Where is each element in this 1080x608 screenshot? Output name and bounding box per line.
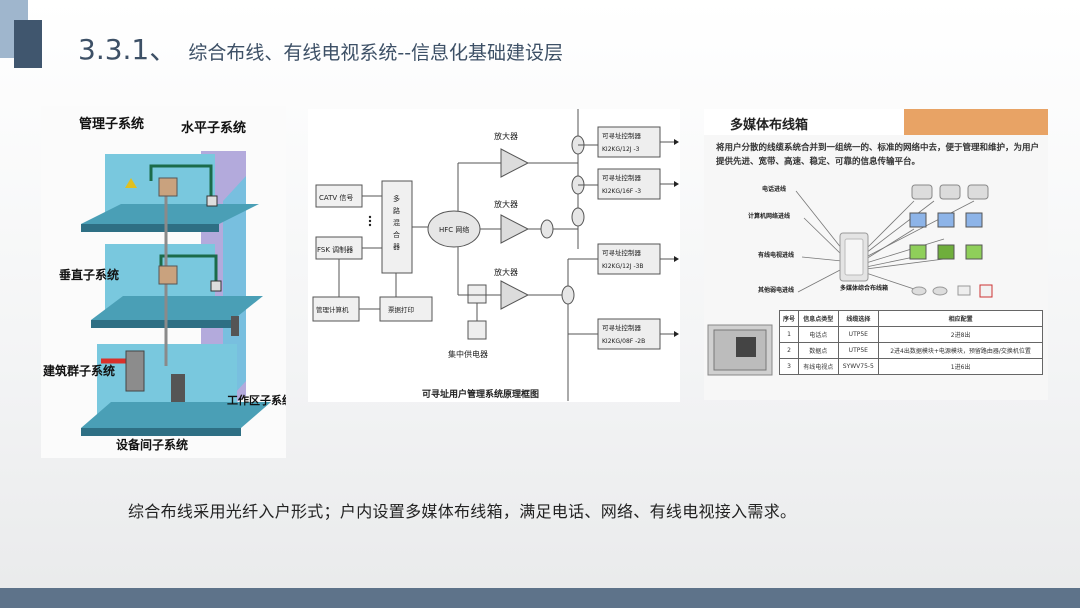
section-title: 综合布线、有线电视系统--信息化基础建设层: [188, 42, 564, 64]
catv-signal-label: CATV 信号: [319, 193, 353, 202]
ticket-printer-label: 票据打印: [388, 305, 414, 314]
controller-3-model: KI2KG/12J -3B: [602, 263, 644, 270]
multimedia-box-figure: 多媒体布线箱 将用户分散的线缆系统合并到一组统一的、标准的网络中去，便于管理和维…: [704, 109, 1048, 400]
slide-title: 3.3.1、 综合布线、有线电视系统--信息化基础建设层: [78, 28, 563, 68]
label-workarea-subsystem: 工作区子系统: [227, 393, 286, 407]
mixer-label: 多路混合器: [393, 194, 400, 251]
table-cell: 1: [778, 326, 800, 343]
table-cell: 数据点: [798, 342, 839, 359]
table-cell: SYWV75-5: [837, 358, 880, 375]
network-line-label: 计算机网络进线: [748, 212, 790, 220]
slide-body-text: 综合布线采用光纤入户形式；户内设置多媒体布线箱，满足电话、网络、有线电视接入需求…: [128, 502, 797, 521]
table-header: 线缆选择: [837, 310, 880, 327]
diagram-caption: 可寻址用户管理系统原理框图: [422, 388, 539, 400]
phone-line-label: 电话进线: [762, 185, 786, 193]
table-header: 相应配置: [878, 310, 1043, 327]
fsk-modulator-label: FSK 调制器: [317, 245, 353, 254]
controller-2-name: 可寻址控制器: [602, 173, 642, 182]
table-header: 序号: [778, 310, 800, 327]
addressable-system-diagram: CATV 信号 FSK 调制器 多路混合器 HFC 网络 放大器 放大器 放大器…: [308, 109, 680, 402]
label-campus-subsystem: 建筑群子系统: [42, 363, 115, 378]
figure3-header-tab: [704, 109, 904, 135]
table-cell: 2进8出: [878, 326, 1043, 343]
controller-1-model: KI2KG/12J -3: [602, 146, 640, 153]
controller-4-model: KI2KG/08F -2B: [602, 338, 645, 345]
table-row: 2 数据点 UTP5E 2进4出数据模块+电源模块，预留路由器/交换机位置: [778, 342, 1043, 359]
table-row: 3 有线电视点 SYWV75-5 1进6出: [778, 358, 1043, 375]
table-cell: UTP5E: [837, 326, 880, 343]
amplifier-3-label: 放大器: [494, 267, 518, 277]
label-admin-subsystem: 管理子系统: [79, 116, 144, 132]
label-equipment-subsystem: 设备间子系统: [116, 437, 188, 452]
controller-1-name: 可寻址控制器: [602, 131, 642, 140]
table-cell: 2进4出数据模块+电源模块，预留路由器/交换机位置: [878, 342, 1043, 359]
table-cell: 1进6出: [878, 358, 1043, 375]
box-label: 多媒体综合布线箱: [840, 284, 888, 292]
title-accent-dark: [14, 20, 42, 68]
management-computer-label: 管理计算机: [316, 305, 349, 314]
table-cell: 2: [778, 342, 800, 359]
table-header: 信息点类型: [798, 310, 839, 327]
section-number: 3.3.1、: [78, 33, 178, 66]
table-header-row: 序号 信息点类型 线缆选择 相应配置: [778, 310, 1043, 327]
table-cell: UTP5E: [837, 342, 880, 359]
other-line-label: 其他弱电进线: [758, 286, 794, 294]
building-cabling-figure: 管理子系统 水平子系统 垂直子系统 建筑群子系统 工作区子系统 设备间子系统: [41, 106, 286, 458]
figure3-title: 多媒体布线箱: [730, 118, 809, 133]
label-vertical-subsystem: 垂直子系统: [59, 267, 119, 282]
controller-2-model: KI2KG/16F -3: [602, 188, 641, 195]
controller-4-name: 可寻址控制器: [602, 323, 642, 332]
table-cell: 电话点: [798, 326, 839, 343]
hfc-network-label: HFC 网络: [439, 225, 469, 234]
table-cell: 3: [778, 358, 800, 375]
tv-line-label: 有线电视进线: [758, 251, 794, 259]
amplifier-2-label: 放大器: [494, 199, 518, 209]
amplifier-1-label: 放大器: [494, 131, 518, 141]
figure3-description: 将用户分散的线缆系统合并到一组统一的、标准的网络中去，便于管理和维护，为用户提供…: [716, 143, 1040, 167]
table-row: 1 电话点 UTP5E 2进8出: [778, 326, 1043, 343]
controller-3-name: 可寻址控制器: [602, 248, 642, 257]
configuration-table: 序号 信息点类型 线缆选择 相应配置 1 电话点 UTP5E 2进8出 2 数据…: [778, 310, 1043, 375]
power-supply-label: 集中供电器: [448, 349, 488, 359]
table-cell: 有线电视点: [798, 358, 839, 375]
footer-bar: [0, 588, 1080, 608]
label-horizontal-subsystem: 水平子系统: [181, 120, 246, 136]
